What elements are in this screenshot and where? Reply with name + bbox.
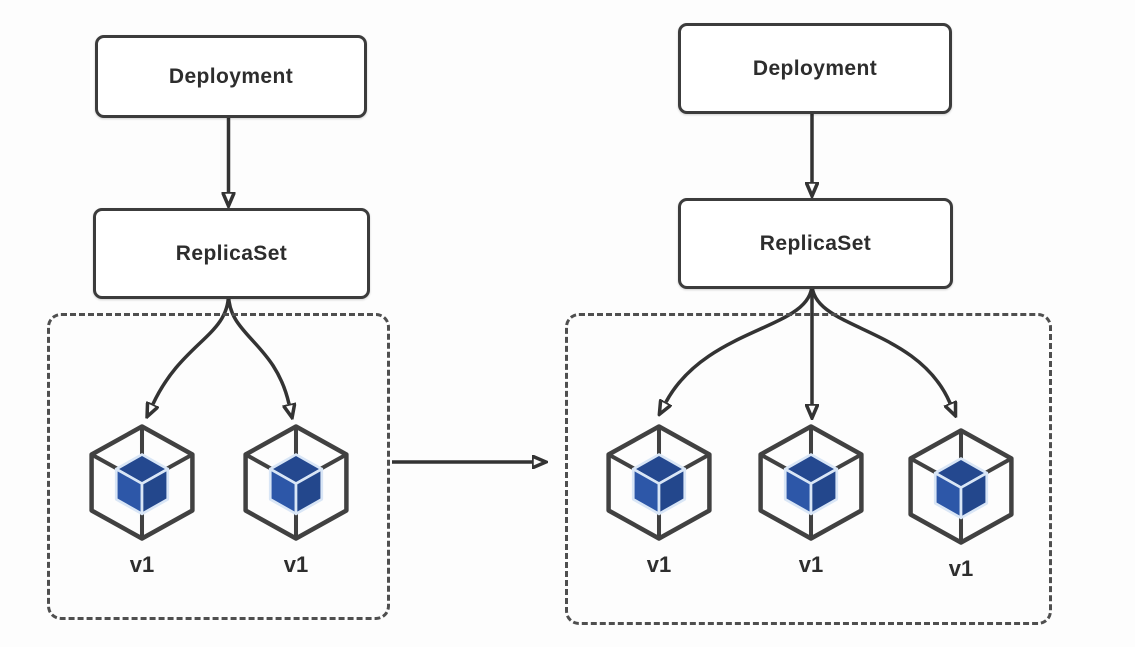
- replicaset-box-before: ReplicaSet: [93, 208, 370, 299]
- pod-before-1: v1: [86, 423, 198, 576]
- pod-before-2: v1: [240, 423, 352, 576]
- pod-cube-icon: [758, 424, 864, 541]
- pod-cube-icon: [606, 424, 712, 541]
- pod-label: v1: [129, 552, 155, 577]
- pod-label: v1: [948, 556, 974, 581]
- pod-after-1: v1: [603, 423, 715, 576]
- pod-group-after: [565, 313, 1052, 625]
- deployment-label-after: Deployment: [752, 56, 878, 80]
- replicaset-label-after: ReplicaSet: [759, 231, 872, 255]
- deployment-box-after: Deployment: [678, 23, 952, 114]
- pod-label: v1: [646, 552, 672, 577]
- deployment-label-before: Deployment: [168, 64, 294, 88]
- replicaset-box-after: ReplicaSet: [678, 198, 953, 289]
- pod-after-2: v1: [755, 423, 867, 576]
- deployment-box-before: Deployment: [95, 35, 367, 118]
- pod-cube-icon: [243, 424, 349, 541]
- pod-after-3: v1: [905, 427, 1017, 580]
- pod-cube-icon: [908, 428, 1014, 545]
- pod-label: v1: [798, 552, 824, 577]
- replicaset-label-before: ReplicaSet: [175, 241, 288, 265]
- pod-cube-icon: [89, 424, 195, 541]
- pod-label: v1: [283, 552, 309, 577]
- pod-group-before: [47, 313, 390, 620]
